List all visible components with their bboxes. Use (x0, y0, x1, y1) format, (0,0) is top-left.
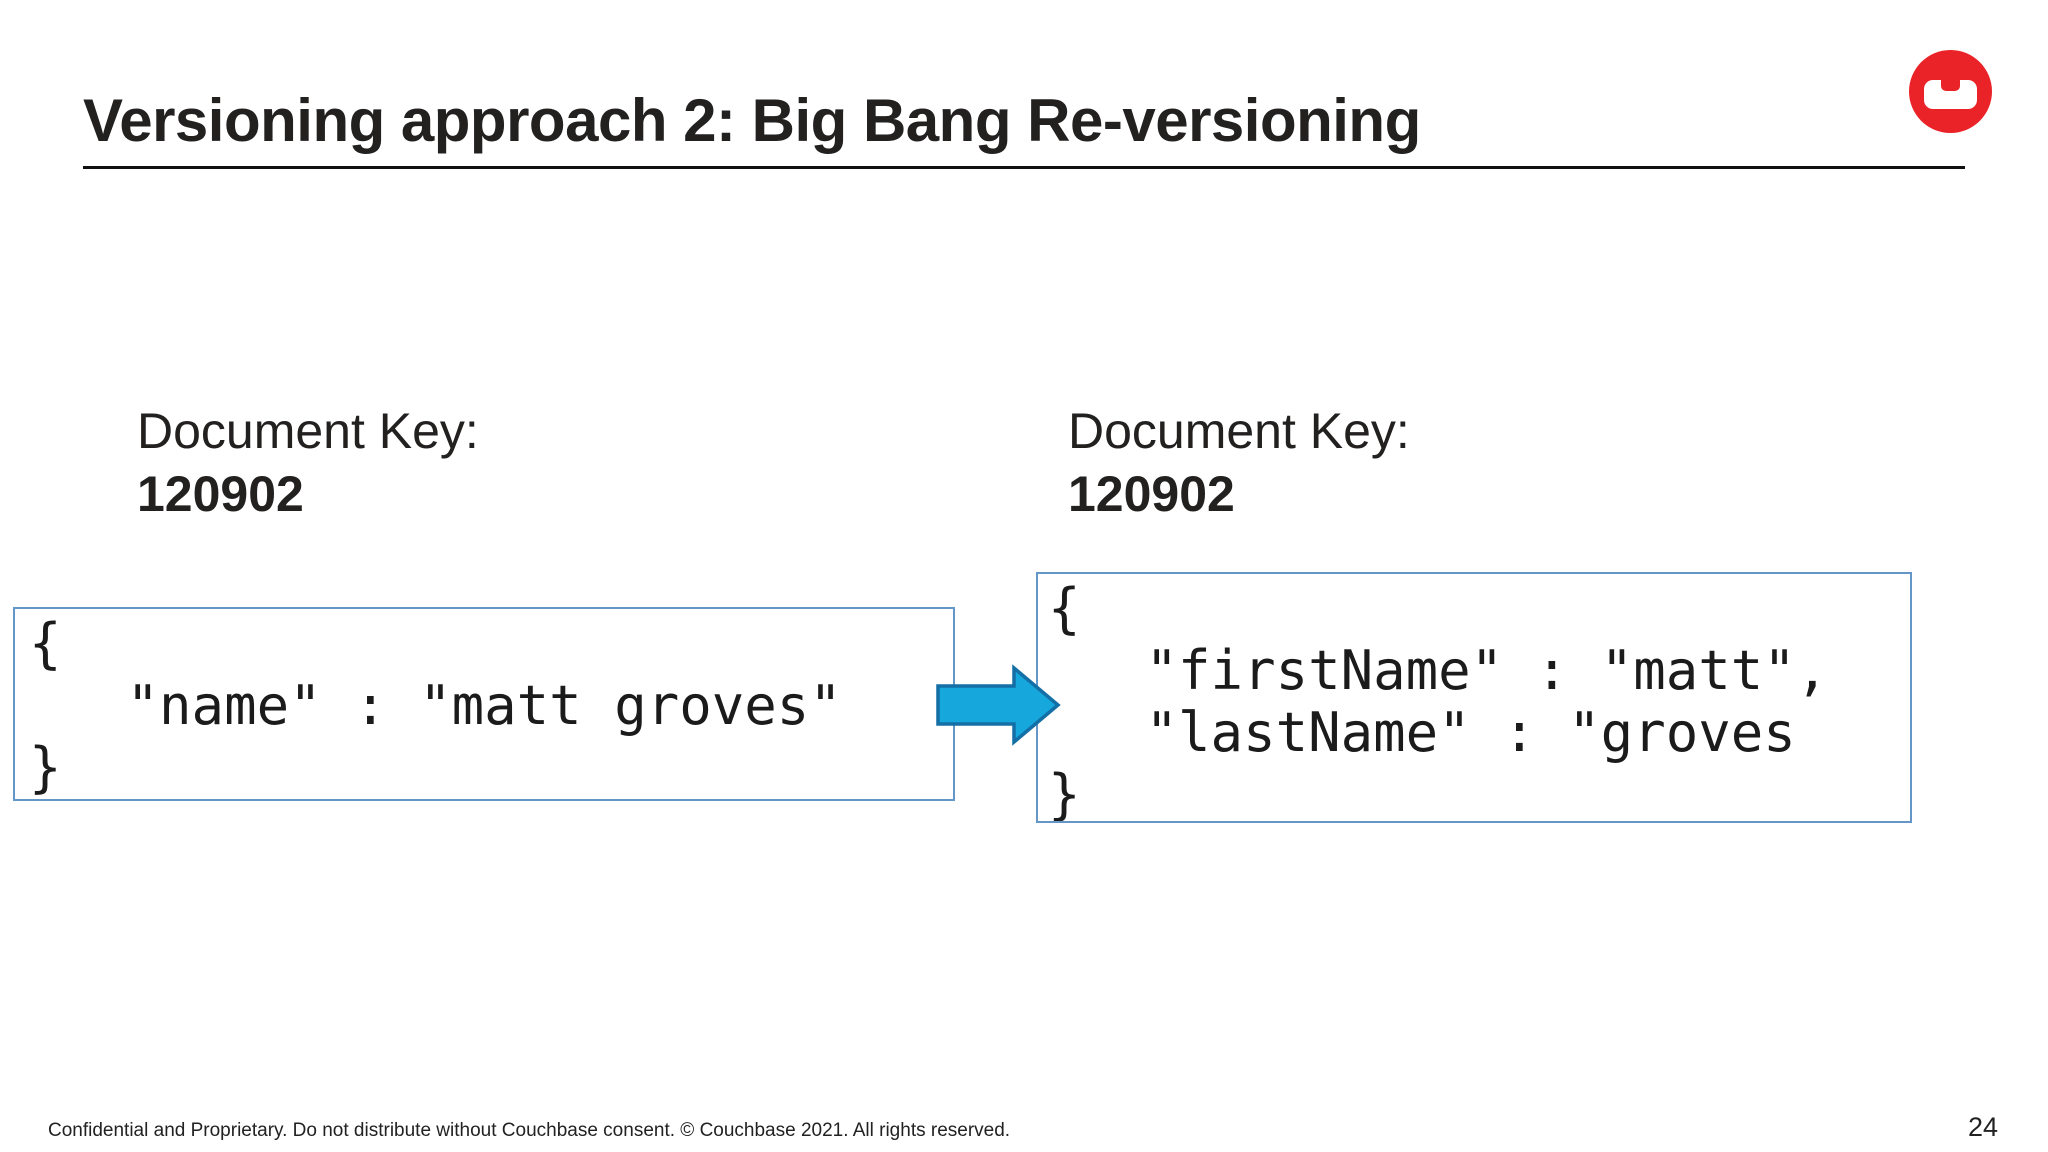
json-after-code: { "firstName" : "matt", "lastName" : "gr… (1048, 577, 1829, 823)
page-title: Versioning approach 2: Big Bang Re-versi… (83, 87, 1421, 154)
json-after-box: { "firstName" : "matt", "lastName" : "gr… (1036, 572, 1912, 823)
document-key-after: Document Key: 120902 (1068, 400, 1410, 526)
right-arrow-icon (936, 664, 1062, 746)
json-before-code: { "name" : "matt groves" } (29, 612, 842, 799)
document-key-value: 120902 (137, 466, 304, 522)
couchbase-logo-icon (1909, 50, 1992, 133)
document-key-label: Document Key: (137, 403, 479, 459)
page-number: 24 (1967, 1112, 1998, 1142)
title-underline (83, 166, 1965, 169)
confidentiality-footer: Confidential and Proprietary. Do not dis… (48, 1120, 1011, 1141)
document-key-label: Document Key: (1068, 403, 1410, 459)
document-key-before: Document Key: 120902 (137, 400, 479, 526)
document-key-value: 120902 (1068, 466, 1235, 522)
json-before-box: { "name" : "matt groves" } (13, 607, 955, 801)
